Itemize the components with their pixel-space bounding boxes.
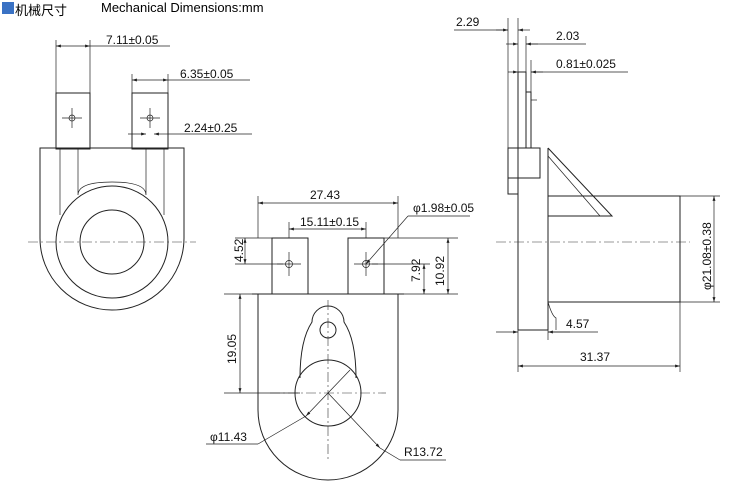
section-marker-icon <box>2 2 14 14</box>
front-view: 7.11±0.05 6.35±0.05 2.24±0.25 <box>28 33 252 311</box>
top-view: 27.43 15.11±0.15 φ1.98±0.05 4.52 7.92 10… <box>206 188 474 481</box>
dim-terminal-hole: φ1.98±0.05 <box>413 201 474 215</box>
dim-outer-radius: R13.72 <box>404 445 443 459</box>
dim-hole-offset: 4.52 <box>232 238 246 262</box>
dim-overall-width: 27.43 <box>310 188 340 202</box>
dim-flange-offset: 2.29 <box>456 15 480 29</box>
section-title-en: Mechanical Dimensions:mm <box>101 0 264 15</box>
dim-bobbin-diameter: φ21.08±0.38 <box>700 222 714 290</box>
dim-terminal-spacing: 7.11±0.05 <box>106 33 159 47</box>
dim-terminal-thickness: 0.81±0.025 <box>556 57 616 71</box>
dim-terminal-offset: 2.03 <box>556 29 580 43</box>
dim-center-height: 19.05 <box>225 334 239 364</box>
section-header: 机械尺寸 Mechanical Dimensions:mm <box>0 0 740 20</box>
dim-bore-diameter: φ11.43 <box>210 430 247 444</box>
dim-overall-length: 31.37 <box>580 350 610 364</box>
dim-terminal-gap: 2.24±0.25 <box>184 121 238 135</box>
dim-flange-thickness: 4.57 <box>566 317 590 331</box>
dim-hole-height: 7.92 <box>409 258 423 282</box>
section-title-cn: 机械尺寸 <box>15 3 68 18</box>
dim-terminal-center-spacing: 15.11±0.15 <box>300 215 359 229</box>
side-view: 2.29 2.03 0.81±0.025 φ21.08±0.38 4.57 31… <box>454 15 720 372</box>
dim-terminal-height: 10.92 <box>433 256 447 286</box>
dim-terminal-width: 6.35±0.05 <box>180 67 234 81</box>
